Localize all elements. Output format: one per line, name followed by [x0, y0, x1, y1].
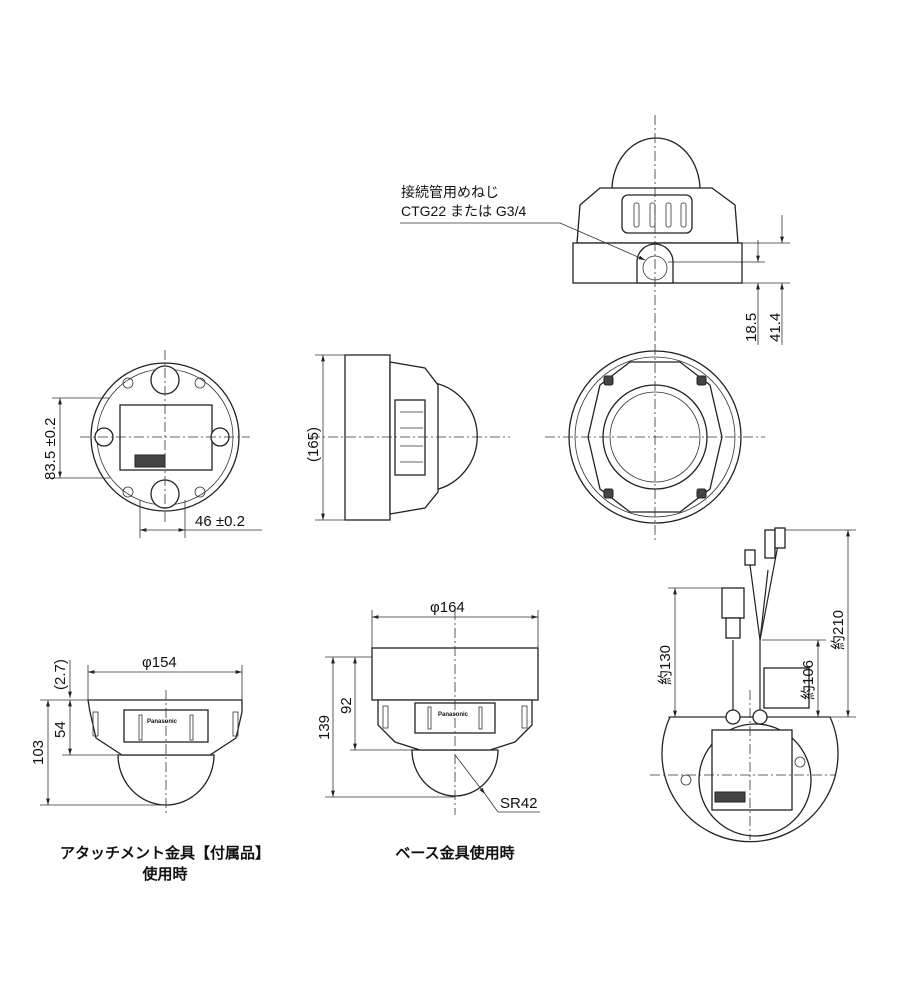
dim-cable-210: 約210: [830, 610, 847, 650]
dome: [434, 382, 478, 491]
dim-83-5: 83.5 ±0.2: [42, 418, 59, 480]
dome: [117, 754, 215, 806]
dim-103: 103: [30, 740, 47, 765]
top-view-camera: [400, 115, 790, 345]
dim-2-7: (2.7): [52, 659, 69, 690]
dim-139: 139: [316, 715, 333, 740]
attachment-plate-view: [52, 350, 262, 538]
bottom-view-camera: [545, 345, 765, 540]
note-thread-label-1: 接続管用めねじ: [401, 184, 499, 200]
caption-attachment-2: 使用時: [141, 865, 187, 883]
dim-phi-164: φ164: [430, 599, 465, 616]
side-view-camera: [310, 354, 510, 521]
dim-41-4: 41.4: [767, 313, 784, 342]
brand-logo: Panasonic: [438, 712, 469, 718]
dim-165: (165): [305, 427, 322, 462]
dim-92: 92: [338, 697, 355, 714]
dim-54: 54: [52, 721, 69, 738]
note-thread-label-2: CTG22 または G3/4: [401, 203, 526, 219]
dim-18-5: 18.5: [743, 313, 760, 342]
dim-phi-154: φ154: [142, 654, 177, 671]
dim-cable-106: 約106: [800, 660, 817, 700]
dome: [611, 137, 701, 191]
dim-cable-130: 約130: [657, 645, 674, 685]
attachment-mounted-view: [40, 660, 243, 815]
dim-46: 46 ±0.2: [195, 513, 245, 530]
caption-base: ベース金具使用時: [395, 844, 514, 862]
base-mounted-view: [325, 610, 540, 815]
dim-sr42: SR42: [500, 795, 538, 812]
caption-attachment-1: アタッチメント金具【付属品】: [60, 844, 270, 862]
cable-rear-view: [650, 527, 856, 843]
brand-logo: Panasonic: [147, 719, 178, 725]
